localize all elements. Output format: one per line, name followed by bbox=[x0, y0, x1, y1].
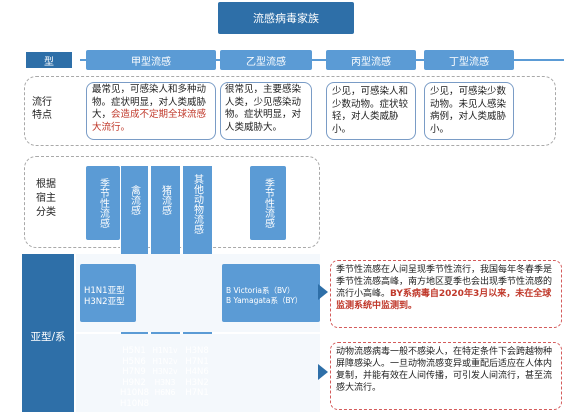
animal-subtype-band bbox=[76, 334, 320, 412]
host-seasonal-b: 季节性流感 bbox=[262, 178, 274, 228]
features-box-b bbox=[220, 82, 312, 140]
type-header-b: 乙型流感 bbox=[220, 50, 312, 70]
features-text-c: 少见，可感染人和少数动物。症状较轻，对人类威胁小。 bbox=[332, 86, 409, 135]
seasonal-note-box bbox=[330, 260, 562, 328]
features-box-d bbox=[424, 82, 514, 140]
row-label-type: 型 bbox=[26, 52, 72, 68]
row-label-subtype: 亚型/系 bbox=[30, 331, 66, 343]
features-text-b: 很常见，主要感染人类，少见感染动物。症状明显，对人类威胁大。 bbox=[225, 84, 302, 133]
seasonal-a-subtypes: H1N1亚型 H3N2亚型 bbox=[84, 286, 125, 307]
row-label-host: 根据宿主分类 bbox=[36, 179, 56, 218]
features-text-d: 少见，可感染少数动物。未见人感染病例，对人类威胁小。 bbox=[430, 86, 507, 135]
seasonal-note-text: 季节性流感在人间呈现季节性流行，我国每年冬春季是季节性流感高峰，南方地区夏季也会… bbox=[336, 265, 553, 311]
other-subtypes: H3N8 H7N1 H4N6 H3N2 H7N1 bbox=[185, 346, 209, 398]
animal-note-arrow bbox=[318, 364, 328, 380]
animal-note-box bbox=[330, 342, 562, 410]
features-text-a: 最常见，可感染人和多种动物。症状明显，对人类威胁大，会造成不定期全球流感大流行。 bbox=[92, 84, 207, 133]
type-header-d: 丁型流感 bbox=[424, 50, 514, 70]
avian-subtypes: H5N1 H5N6 H7N9 H9N2 H10N8 H10N8 bbox=[120, 346, 149, 409]
page-title: 流感病毒家族 bbox=[218, 2, 354, 34]
type-header-bar bbox=[80, 59, 564, 61]
features-box-c bbox=[326, 82, 416, 140]
pillar-seasonal-b bbox=[250, 166, 286, 240]
host-other: 其他动物流感 bbox=[191, 174, 203, 234]
host-swine: 猪流感 bbox=[159, 185, 171, 215]
swine-subtypes: H1N1v H1N2v H3N2v H3N3 H6N6 bbox=[152, 346, 178, 397]
seasonal-note-arrow bbox=[318, 284, 328, 300]
host-avian: 禽流感 bbox=[128, 185, 140, 215]
animal-note-text: 动物流感病毒一般不感染人，在特定条件下会跨越物种屏障感染人。一旦动物流感变异或重… bbox=[336, 347, 553, 393]
seasonal-b-subtypes: B Victoria系（BV） B Yamagata系（BY） bbox=[226, 286, 303, 305]
seasonal-a-subtype-box bbox=[80, 264, 136, 322]
type-header-c: 丙型流感 bbox=[326, 50, 416, 70]
features-row-frame bbox=[24, 76, 556, 146]
type-header-a: 甲型流感 bbox=[86, 50, 216, 70]
features-box-a bbox=[86, 82, 216, 140]
seasonal-b-subtype-box bbox=[222, 264, 320, 322]
host-seasonal-a: 季节性流感 bbox=[97, 178, 109, 228]
row-label-features: 流行特点 bbox=[32, 97, 52, 121]
subtype-row-bg bbox=[22, 254, 74, 412]
pillar-seasonal-a bbox=[86, 166, 120, 240]
